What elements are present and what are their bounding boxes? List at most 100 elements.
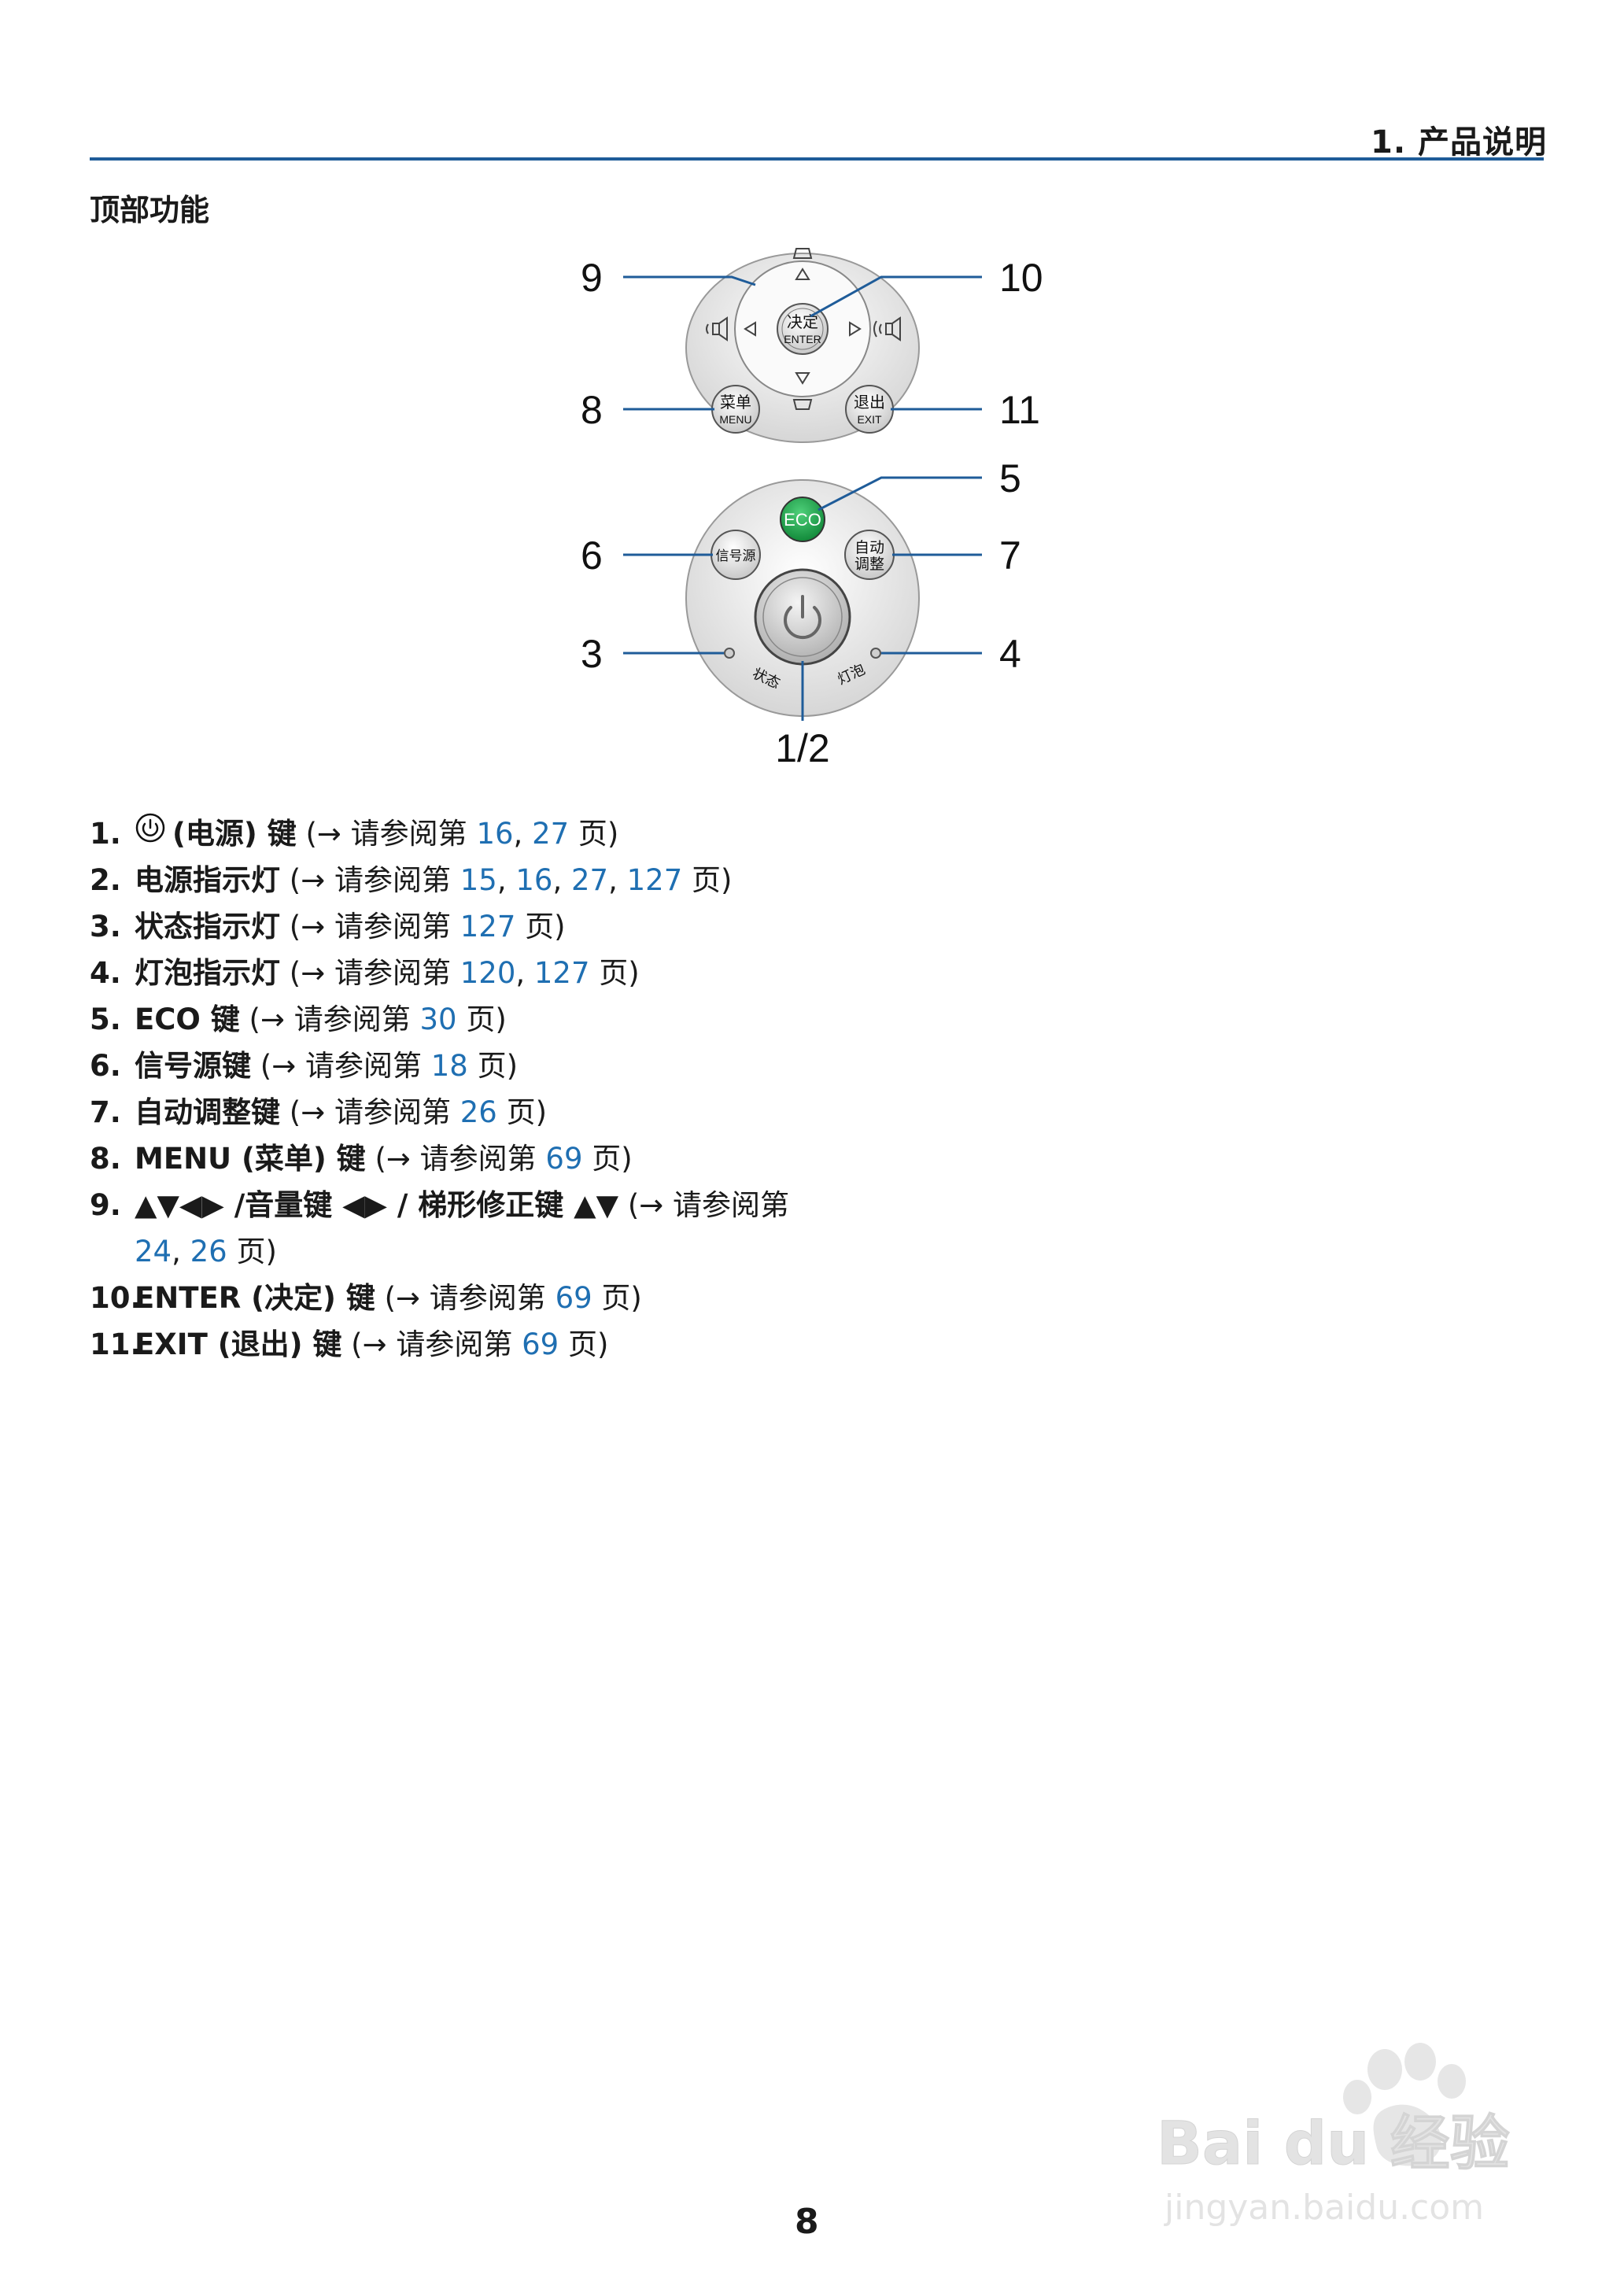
item-ref: (→ 请参阅第 (289, 910, 451, 943)
item-title: ENTER (决定) 键 (135, 1281, 375, 1315)
baidu-watermark: Bai du 经验 jingyan.baidu.com (1157, 2043, 1510, 2228)
page-link[interactable]: 18 (430, 1049, 468, 1083)
page-link[interactable]: 69 (555, 1281, 592, 1315)
page-link[interactable]: 26 (190, 1235, 227, 1268)
item-title: 信号源键 (135, 1049, 251, 1083)
page-link[interactable]: 24 (135, 1235, 172, 1268)
page-number: 8 (795, 2202, 819, 2242)
item-number: 8. (90, 1142, 121, 1176)
list-item: 5. ECO 键 (→ 请参阅第 30 页) (90, 996, 877, 1043)
exit-button[interactable]: 退出 EXIT (845, 385, 894, 434)
item-number: 3. (90, 910, 121, 943)
source-button-label: 信号源 (716, 548, 756, 563)
power-button[interactable] (754, 568, 851, 666)
exit-button-en: EXIT (857, 413, 882, 426)
list-item: 8. MENU (菜单) 键 (→ 请参阅第 69 页) (90, 1135, 877, 1182)
item-tail: 页) (567, 1327, 609, 1361)
item-title: 电源指示灯 (135, 863, 280, 897)
item-tail: 页) (578, 817, 619, 851)
item-tail: 页) (599, 956, 640, 990)
item-tail: 页) (477, 1049, 519, 1083)
item-number: 11. (90, 1327, 142, 1361)
item-ref: (→ 请参阅第 (627, 1188, 790, 1222)
item-ref: (→ 请参阅第 (260, 1049, 422, 1083)
eco-button-label: ECO (784, 510, 821, 530)
callout-10: 10 (999, 256, 1043, 300)
keystone-top-icon (792, 248, 813, 259)
power-icon (784, 606, 821, 640)
page-link[interactable]: 120 (460, 956, 516, 990)
status-indicator (724, 648, 735, 659)
left-arrow-icon (744, 321, 756, 337)
up-arrow-icon (795, 268, 810, 280)
right-arrow-icon (849, 321, 862, 337)
item-title: ▲▼◀▶ /音量键 ◀▶ / 梯形修正键 ▲▼ (135, 1188, 619, 1222)
enter-button[interactable]: 决定 ENTER (777, 303, 829, 355)
keystone-bottom-icon (792, 399, 813, 410)
volume-down-icon (706, 316, 728, 342)
page-link[interactable]: 26 (460, 1095, 497, 1129)
menu-button-en: MENU (719, 413, 751, 426)
item-tail: 页) (236, 1235, 277, 1268)
item-tail: 页) (506, 1095, 548, 1129)
list-item: 4. 灯泡指示灯 (→ 请参阅第 120, 127 页) (90, 950, 877, 996)
menu-button[interactable]: 菜单 MENU (711, 385, 760, 434)
enter-button-en: ENTER (784, 333, 821, 345)
item-number: 2. (90, 863, 121, 897)
callout-8: 8 (581, 388, 603, 432)
item-title: (电源) 键 (172, 817, 297, 851)
page-link[interactable]: 30 (419, 1002, 457, 1036)
list-item: 1. (电源) 键 (→ 请参阅第 16, 27 页) (90, 810, 877, 857)
list-item: 7. 自动调整键 (→ 请参阅第 26 页) (90, 1089, 877, 1135)
item-title: MENU (菜单) 键 (135, 1142, 366, 1176)
item-ref: (→ 请参阅第 (289, 1095, 451, 1129)
list-item: 2. 电源指示灯 (→ 请参阅第 15, 16, 27, 127 页) (90, 857, 877, 903)
feature-list: 1. (电源) 键 (→ 请参阅第 16, 27 页) 2. 电源指示灯 (→ … (90, 810, 877, 1368)
header-rule (90, 157, 1544, 161)
auto-adjust-button[interactable]: 自动 调整 (844, 530, 895, 580)
item-tail: 页) (466, 1002, 507, 1036)
page-link[interactable]: 69 (522, 1327, 559, 1361)
list-item: 11. EXIT (退出) 键 (→ 请参阅第 69 页) (90, 1321, 877, 1368)
item-title: EXIT (退出) 键 (135, 1327, 342, 1361)
volume-up-icon (873, 316, 901, 342)
top-panel-diagram: 决定 ENTER 菜单 MENU 退出 EXIT ECO 信号源 自动 调整 状… (581, 248, 1043, 770)
item-tail: 页) (525, 910, 566, 943)
page-link[interactable]: 15 (460, 863, 497, 897)
auto-adjust-line1: 自动 (854, 539, 884, 556)
item-number: 4. (90, 956, 121, 990)
callout-9: 9 (581, 256, 603, 300)
item-ref: (→ 请参阅第 (289, 863, 451, 897)
item-number: 1. (90, 817, 121, 851)
item-title: 灯泡指示灯 (135, 956, 280, 990)
watermark-url: jingyan.baidu.com (1164, 2188, 1484, 2228)
callout-4: 4 (999, 632, 1021, 676)
page-link[interactable]: 16 (515, 863, 553, 897)
power-symbol-icon (135, 813, 165, 843)
eco-button[interactable]: ECO (780, 497, 825, 542)
enter-button-cn: 决定 (787, 313, 818, 331)
item-number: 5. (90, 1002, 121, 1036)
item-number: 6. (90, 1049, 121, 1083)
callout-5: 5 (999, 456, 1021, 500)
item-ref: (→ 请参阅第 (351, 1327, 513, 1361)
list-item-continuation: 24, 26 页) (90, 1228, 877, 1275)
exit-button-cn: 退出 (854, 393, 885, 412)
page-link[interactable]: 27 (570, 863, 609, 897)
item-tail: 页) (692, 863, 733, 897)
auto-adjust-line2: 调整 (854, 556, 884, 573)
page-link[interactable]: 16 (476, 817, 514, 851)
chapter-header: 1. 产品说明 (1371, 124, 1547, 161)
item-tail: 页) (592, 1142, 633, 1176)
watermark-brand: Bai du 经验 (1157, 2108, 1510, 2178)
source-button[interactable]: 信号源 (710, 530, 761, 580)
page-link[interactable]: 127 (533, 956, 590, 990)
page-link[interactable]: 127 (626, 863, 683, 897)
item-ref: (→ 请参阅第 (375, 1142, 537, 1176)
page-link[interactable]: 69 (545, 1142, 583, 1176)
page-link[interactable]: 27 (532, 817, 570, 851)
item-number: 9. (90, 1188, 121, 1222)
item-ref: (→ 请参阅第 (384, 1281, 546, 1315)
list-item: 3. 状态指示灯 (→ 请参阅第 127 页) (90, 903, 877, 950)
page-link[interactable]: 127 (460, 910, 516, 943)
